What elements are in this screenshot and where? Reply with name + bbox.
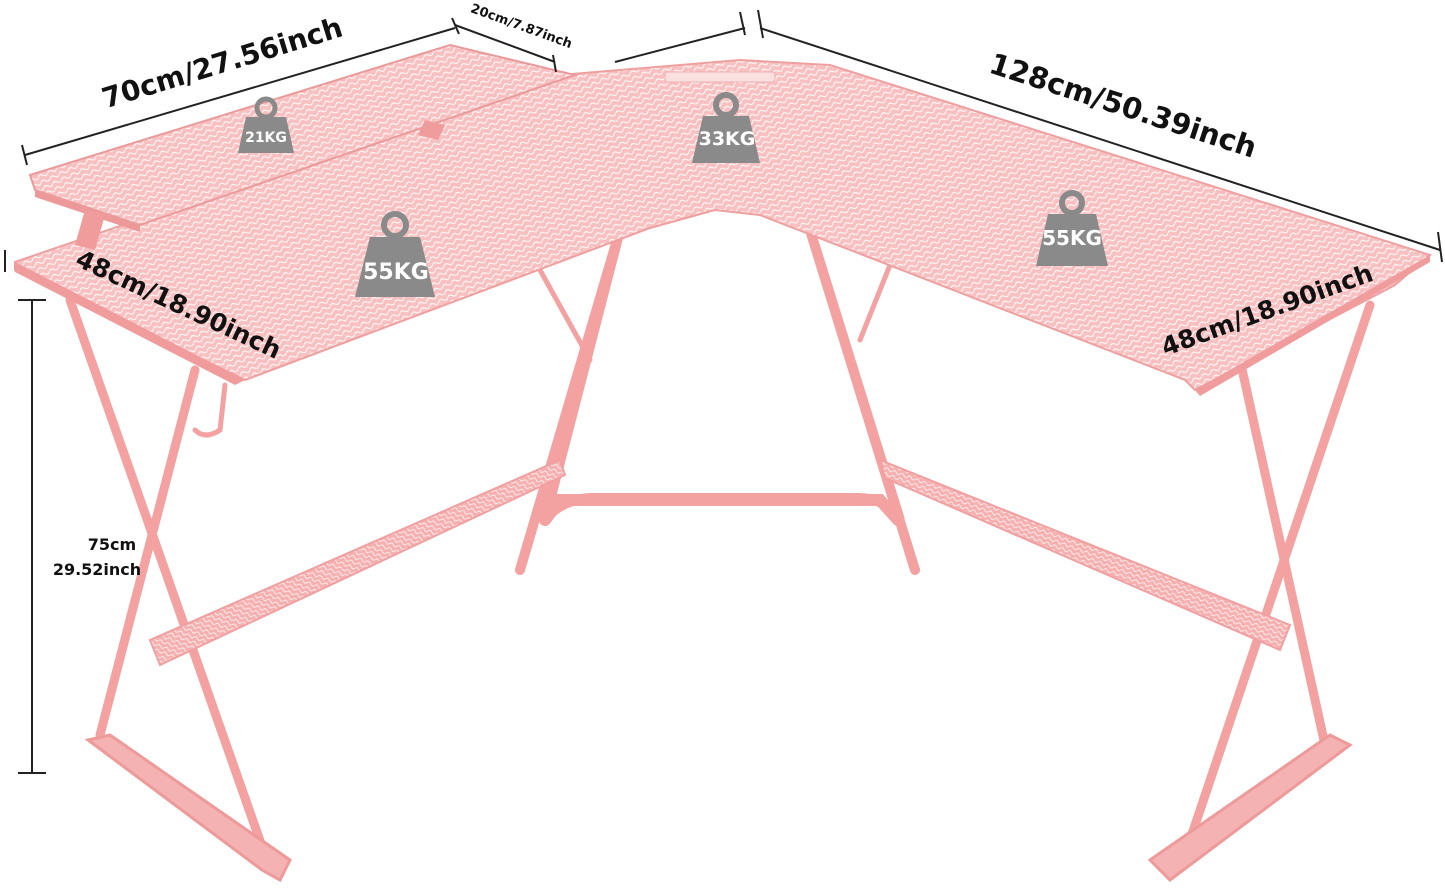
dim-height-cm: 75cm bbox=[88, 535, 136, 554]
shelf-leg-left bbox=[75, 210, 105, 250]
load-label-corner: 33KG bbox=[699, 128, 756, 150]
monitor-shelf bbox=[28, 43, 579, 227]
center-leg bbox=[515, 225, 920, 575]
desk-top-edge-left bbox=[15, 262, 245, 385]
load-label-shelf: 21KG bbox=[245, 130, 287, 146]
load-label-left: 55KG bbox=[363, 260, 429, 285]
weight-icon-right: 55KG bbox=[1036, 190, 1108, 266]
dim-height-inch: 29.52inch bbox=[53, 560, 141, 579]
weight-icon-shelf: 21KG bbox=[238, 96, 294, 153]
right-lower-shelf bbox=[878, 458, 1292, 652]
shelf-leg-right bbox=[418, 120, 445, 140]
dimension-lines bbox=[4, 9, 1443, 774]
right-leg-b bbox=[1180, 300, 1375, 860]
cable-slot bbox=[664, 71, 776, 83]
right-foot bbox=[1147, 733, 1353, 882]
weight-icon-corner: 33KG bbox=[692, 92, 760, 163]
left-leg-a bbox=[65, 295, 270, 860]
left-foot bbox=[84, 733, 292, 883]
weight-icon-left: 55KG bbox=[355, 211, 435, 297]
dim-shelf-depth: 20cm/7.87inch bbox=[468, 1, 574, 52]
left-leg-b bbox=[95, 365, 200, 740]
center-stretcher bbox=[539, 494, 904, 526]
load-label-right: 55KG bbox=[1042, 226, 1102, 250]
right-leg-c bbox=[857, 262, 893, 343]
desk-top-edge bbox=[1195, 255, 1430, 396]
left-lower-shelf bbox=[148, 458, 567, 667]
headphone-hook bbox=[192, 382, 228, 438]
desk-frame bbox=[65, 225, 1375, 883]
